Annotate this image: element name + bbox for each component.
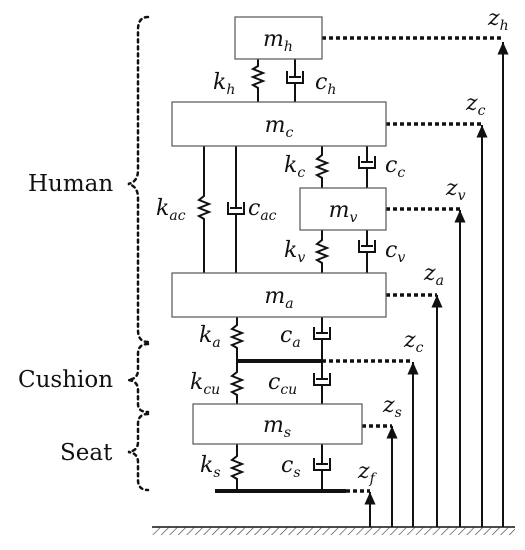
label-zh: zh xyxy=(487,6,509,34)
mass-viscera: mv xyxy=(299,187,387,231)
spring-kc xyxy=(314,146,330,192)
label-kv: kv xyxy=(284,238,305,266)
label-zv: zv xyxy=(445,176,466,204)
label-kac: kac xyxy=(156,196,186,224)
label-ka: ka xyxy=(199,323,221,351)
dotted-connectors xyxy=(322,36,503,493)
svg-text:ma: ma xyxy=(264,284,293,312)
label-kh: kh xyxy=(213,70,235,98)
damper-ch xyxy=(286,59,304,102)
mass-head: mh xyxy=(234,16,323,60)
spring-kcu xyxy=(229,361,245,404)
brace-human xyxy=(127,15,150,344)
group-label-seat: Seat xyxy=(60,440,113,466)
label-zcushion: zc xyxy=(403,328,424,356)
group-label-human: Human xyxy=(28,171,113,197)
label-cs: cs xyxy=(281,453,301,481)
mass-abdomen: ma xyxy=(171,272,387,318)
label-ch: ch xyxy=(315,70,336,98)
svg-text:mh: mh xyxy=(263,27,293,55)
label-cac: cac xyxy=(248,196,277,224)
label-cv: cv xyxy=(385,238,405,266)
brace-cushion xyxy=(127,342,150,414)
damper-ca xyxy=(313,317,331,361)
label-kcu: kcu xyxy=(190,370,220,398)
mass-chest: mc xyxy=(171,101,387,147)
spring-ka xyxy=(229,317,245,361)
spring-kac xyxy=(196,146,212,273)
damper-cc xyxy=(358,146,376,188)
spring-kh xyxy=(250,59,266,102)
svg-text:mv: mv xyxy=(329,198,358,226)
label-ks: ks xyxy=(200,453,221,481)
mass-seat: ms xyxy=(192,403,363,445)
label-za: za xyxy=(423,261,444,289)
spring-kv xyxy=(314,230,330,273)
label-ca: ca xyxy=(280,323,301,351)
damper-ccu xyxy=(313,361,331,404)
svg-text:mc: mc xyxy=(265,113,294,141)
damper-cv xyxy=(358,230,376,273)
label-ccu: ccu xyxy=(268,370,297,398)
brace-seat xyxy=(127,412,150,492)
damper-cac xyxy=(227,146,245,273)
damper-cs xyxy=(313,444,331,491)
spring-ks xyxy=(229,444,245,491)
group-label-cushion: Cushion xyxy=(18,367,113,393)
label-zf: zf xyxy=(357,459,378,487)
label-cc: cc xyxy=(385,153,405,181)
label-zc: zc xyxy=(465,91,486,119)
label-zs: zs xyxy=(382,393,402,421)
displacement-arrows xyxy=(364,42,509,527)
label-kc: kc xyxy=(284,153,305,181)
ground xyxy=(152,526,515,535)
svg-text:ms: ms xyxy=(263,413,291,441)
